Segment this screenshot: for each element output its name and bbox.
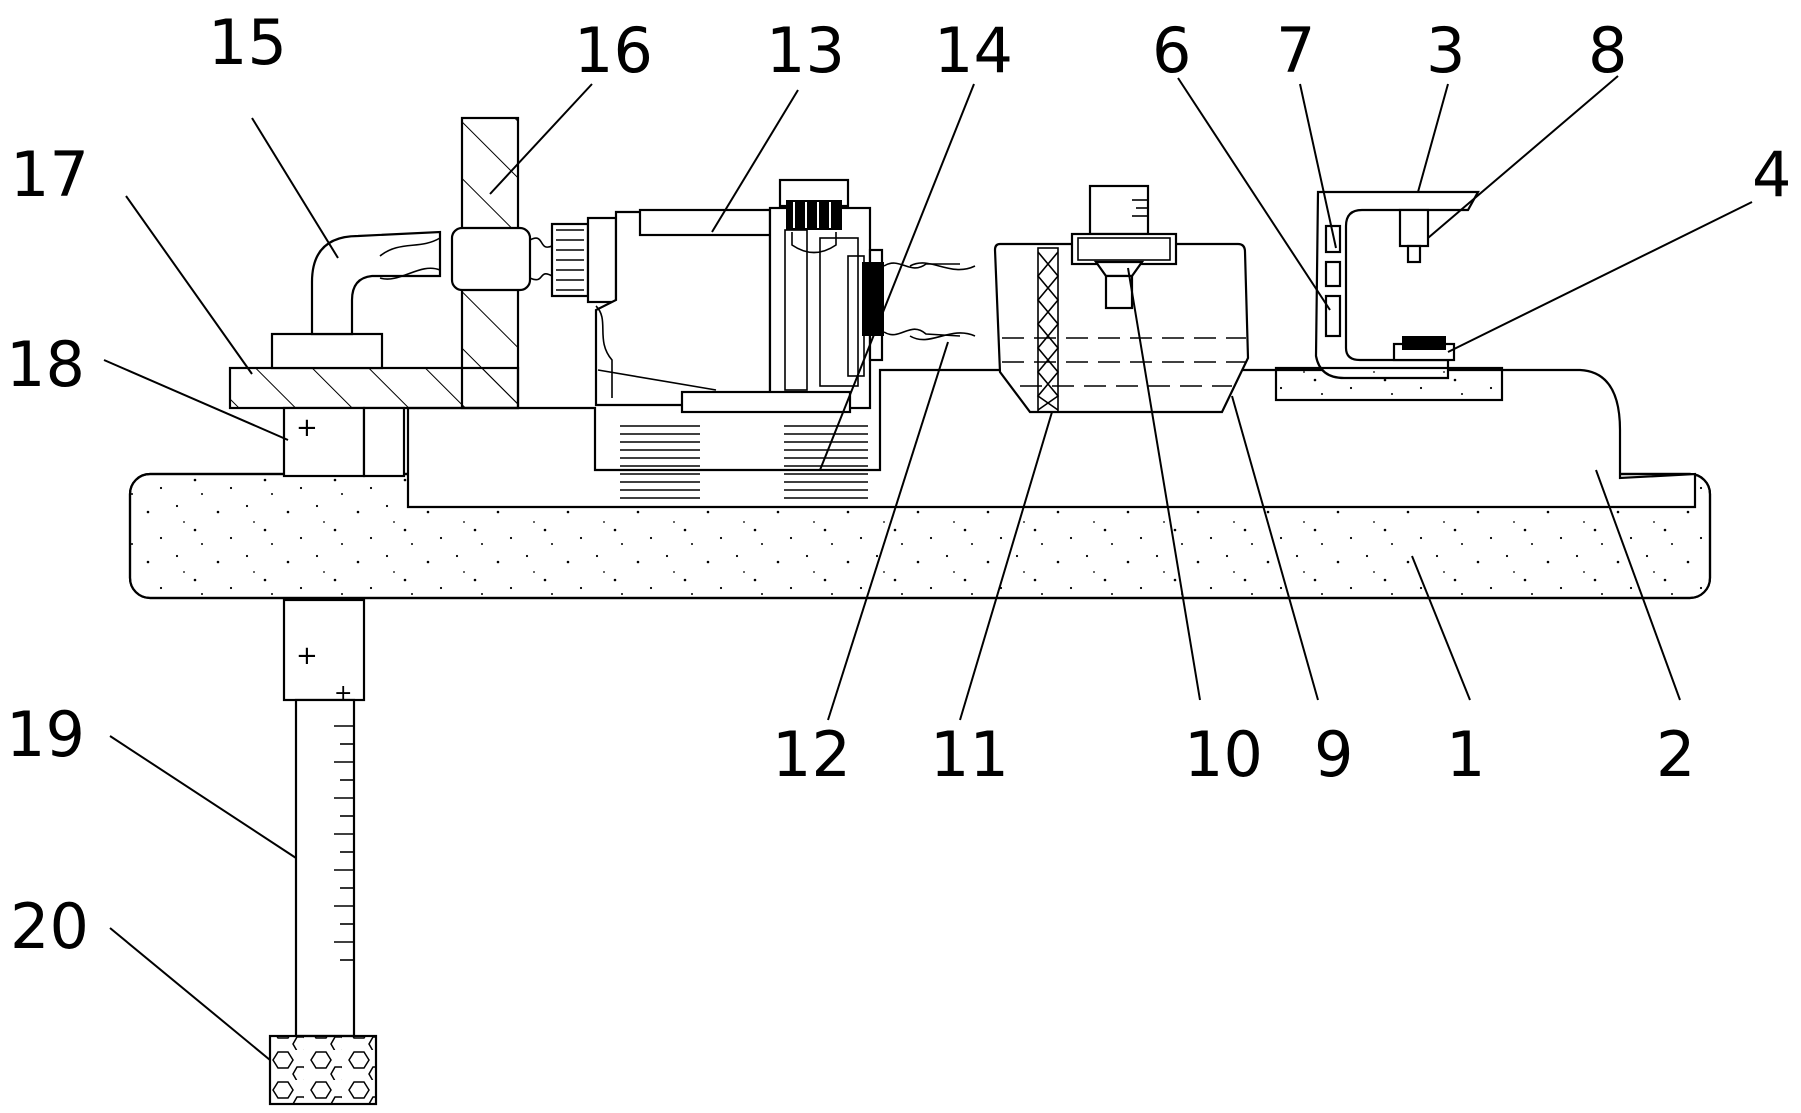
upper-bracket: +	[282, 406, 406, 478]
part-labels: 15 16 13 14 6 7 3 8 4 17 18 12 11 10 9 1…	[6, 6, 1791, 963]
lower-sensor	[1324, 260, 1342, 338]
scale-ticks	[334, 725, 354, 961]
motor-fins	[556, 229, 584, 291]
shaft-coupling	[862, 262, 961, 337]
label-17: 17	[10, 138, 89, 211]
label-1: 1	[1446, 718, 1485, 791]
connecting-tube	[909, 262, 976, 341]
rod-foot	[268, 1034, 378, 1106]
scale-mark: +	[334, 681, 352, 706]
upper-sensor	[1324, 224, 1342, 254]
label-7: 7	[1276, 14, 1315, 87]
label-18: 18	[6, 328, 85, 401]
label-4: 4	[1752, 138, 1791, 211]
clamp-base	[1274, 366, 1504, 402]
contact-pad	[1392, 336, 1456, 362]
leader-lines	[103, 75, 1753, 1061]
label-20: 20	[10, 890, 89, 963]
label-6: 6	[1152, 14, 1191, 87]
label-16: 16	[574, 14, 653, 87]
label-8: 8	[1588, 14, 1627, 87]
label-10: 10	[1184, 718, 1263, 791]
motor-top-teeth	[793, 202, 831, 228]
post-coupling	[450, 226, 561, 292]
label-12: 12	[772, 718, 851, 791]
label-13: 13	[766, 14, 845, 87]
elbow-pipe	[270, 230, 442, 370]
raised-platform	[406, 368, 1697, 509]
motor-spring-right	[784, 425, 868, 499]
label-3: 3	[1426, 14, 1465, 87]
scale-mark: +	[296, 413, 318, 443]
probe	[1398, 208, 1430, 264]
motor	[550, 178, 884, 414]
label-15: 15	[208, 6, 287, 79]
label-11: 11	[930, 718, 1009, 791]
filter-mesh	[1036, 247, 1060, 413]
label-19: 19	[6, 698, 85, 771]
scale-mark: +	[296, 641, 318, 671]
label-2: 2	[1656, 718, 1695, 791]
tank-nozzle	[1070, 184, 1178, 310]
label-14: 14	[934, 14, 1013, 87]
motor-spring-left	[620, 425, 700, 499]
graduated-rod: + +	[282, 598, 366, 1038]
label-9: 9	[1314, 718, 1353, 791]
